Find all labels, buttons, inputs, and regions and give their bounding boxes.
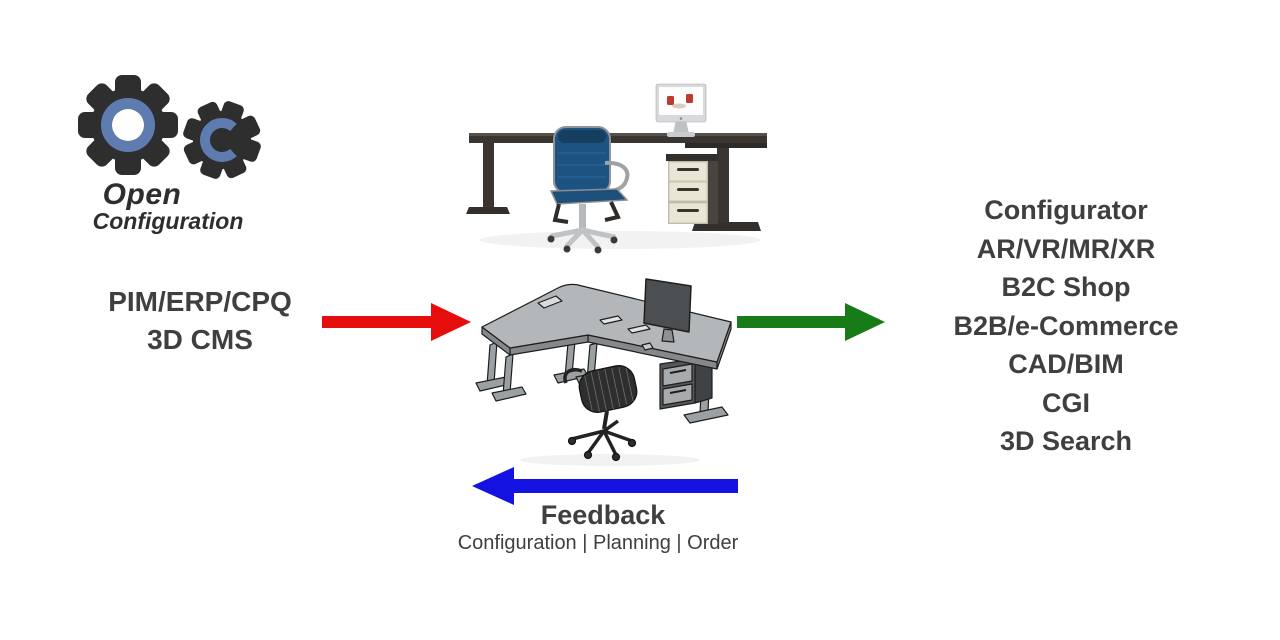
desk-tray — [599, 315, 623, 325]
drawer-unit — [666, 154, 718, 224]
chair-star-base — [549, 227, 617, 250]
feedback-label: Feedback — [540, 500, 666, 530]
output-channel-item: B2B/e-Commerce — [953, 310, 1179, 341]
output-channel-item: CGI — [1041, 387, 1090, 418]
floor-shadow — [480, 231, 760, 249]
output-channels-list: Configurator AR/VR/MR/XR B2C Shop B2B/e-… — [948, 191, 1184, 461]
input-systems-line: 3D CMS — [147, 324, 253, 355]
gear-left-center — [112, 109, 144, 141]
output-channel-item: AR/VR/MR/XR — [976, 233, 1156, 264]
blue-arrow-left-icon — [472, 467, 738, 505]
input-systems-line: PIM/ERP/CPQ — [108, 286, 292, 317]
desk-frame — [466, 133, 767, 231]
cad-monitor — [643, 278, 692, 343]
feedback-sublabel: Configuration | Planning | Order — [457, 532, 739, 554]
floor-shadow — [520, 454, 700, 466]
output-channel-item: 3D Search — [999, 426, 1133, 456]
gear-right-icon — [183, 101, 261, 179]
cable-slot — [627, 324, 651, 334]
office-chair-blue — [547, 126, 630, 254]
gears-icon — [78, 75, 261, 179]
red-arrow-right-icon — [322, 303, 471, 341]
cad-office-chair — [563, 365, 638, 462]
output-channel-item: Configurator — [984, 195, 1148, 225]
tablet-on-desk — [537, 295, 563, 309]
input-systems-label: PIM/ERP/CPQ 3D CMS — [90, 283, 310, 359]
gear-left-o-ring — [101, 98, 155, 152]
red-arrow-shape — [322, 303, 471, 341]
monitor-screen — [659, 87, 703, 115]
logo-subtitle: Configuration — [92, 208, 244, 234]
screen-red-chair — [667, 96, 674, 105]
output-channel-item: CAD/BIM — [1008, 349, 1124, 379]
green-arrow-shape — [737, 303, 885, 341]
gear-right-c-glyph — [200, 118, 237, 162]
cad-drawer-pedestal — [659, 355, 713, 410]
open-configuration-logo: Open Configuration — [72, 66, 282, 238]
cad-desk-image — [475, 278, 732, 466]
phone-on-desk — [641, 342, 654, 351]
rendered-desk-image — [466, 83, 767, 254]
output-channel-item: B2C Shop — [1001, 272, 1131, 302]
screen-red-chair — [686, 94, 693, 103]
green-arrow-right-icon — [737, 303, 885, 341]
monitor — [655, 83, 707, 137]
blue-arrow-shape — [472, 467, 738, 505]
logo-title: Open — [102, 178, 182, 211]
